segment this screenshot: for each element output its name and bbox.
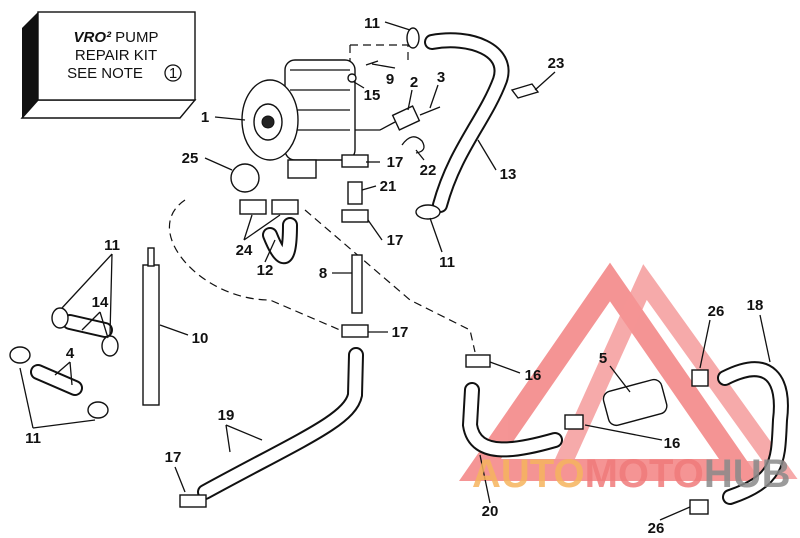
callout-17: 17 bbox=[387, 154, 404, 171]
clamp-11 bbox=[9, 346, 31, 364]
fuel-filter-5 bbox=[602, 378, 668, 427]
fitting-3 bbox=[419, 106, 441, 116]
clamp-17 bbox=[341, 324, 369, 338]
clamp-24 bbox=[271, 199, 299, 215]
kit-brand: VRO² bbox=[73, 29, 112, 46]
clamp-11 bbox=[51, 307, 69, 329]
callout-3: 3 bbox=[437, 69, 445, 86]
callout-17: 17 bbox=[165, 449, 182, 466]
clamp-26 bbox=[691, 369, 709, 387]
callout-19: 19 bbox=[218, 407, 235, 424]
callout-11: 11 bbox=[364, 15, 380, 32]
callout-8: 8 bbox=[319, 265, 327, 282]
clamp-17 bbox=[341, 209, 369, 223]
clamp-11 bbox=[87, 401, 109, 419]
clamp-16 bbox=[564, 414, 584, 430]
clamp-11 bbox=[406, 27, 420, 49]
watermark-moto: MOTO bbox=[585, 452, 704, 496]
clamp-17 bbox=[341, 154, 369, 168]
callout-17: 17 bbox=[392, 324, 409, 341]
callout-10: 10 bbox=[192, 330, 209, 347]
callouts: 11 23 9 3 2 15 1 25 17 22 13 21 17 24 11… bbox=[25, 15, 763, 537]
callout-22: 22 bbox=[420, 162, 437, 179]
clamp-17 bbox=[179, 494, 207, 508]
callout-5: 5 bbox=[599, 350, 607, 367]
sleeve-21 bbox=[347, 181, 363, 205]
callout-17: 17 bbox=[387, 232, 404, 249]
repair-kit-box: VRO² PUMP REPAIR KIT SEE NOTE 1 bbox=[20, 11, 197, 119]
callout-21: 21 bbox=[380, 178, 397, 195]
watermark-logo bbox=[459, 262, 798, 481]
callout-11: 11 bbox=[439, 254, 455, 271]
note-circle bbox=[164, 64, 182, 82]
clamp-11 bbox=[101, 335, 119, 357]
kit-note-number: 1 bbox=[169, 65, 177, 82]
callout-13: 13 bbox=[500, 166, 517, 183]
leader-lines bbox=[19, 21, 771, 521]
fitting-23 bbox=[510, 83, 540, 99]
screw-9 bbox=[365, 60, 379, 66]
part-25 bbox=[230, 163, 260, 193]
kit-line2: REPAIR KIT bbox=[75, 47, 157, 64]
callout-16: 16 bbox=[664, 435, 681, 452]
callout-11: 11 bbox=[25, 430, 41, 447]
dashed-line bbox=[350, 44, 409, 60]
tube-10 bbox=[142, 264, 160, 406]
callout-9: 9 bbox=[386, 71, 394, 88]
kit-line1: PUMP bbox=[115, 29, 158, 46]
svg-text:VRO² PUMP: VRO² PUMP bbox=[73, 29, 158, 46]
fuel-pump bbox=[241, 59, 396, 179]
callout-26: 26 bbox=[708, 303, 725, 320]
callout-11: 11 bbox=[104, 237, 120, 254]
callout-23: 23 bbox=[548, 55, 565, 72]
washer-15 bbox=[347, 73, 357, 83]
callout-26: 26 bbox=[648, 520, 665, 537]
watermark-text: AUTOMOTOHUB bbox=[472, 452, 791, 496]
callout-18: 18 bbox=[747, 297, 764, 314]
connector-8 bbox=[351, 254, 363, 314]
fitting-2 bbox=[391, 105, 421, 131]
dashed-line bbox=[168, 199, 341, 331]
callout-1: 1 bbox=[201, 109, 209, 126]
callout-25: 25 bbox=[182, 150, 199, 167]
callout-2: 2 bbox=[410, 74, 418, 91]
clamp-26 bbox=[689, 499, 709, 515]
callout-24: 24 bbox=[236, 242, 253, 259]
clamp-24 bbox=[239, 199, 267, 215]
callout-15: 15 bbox=[364, 87, 381, 104]
watermark-hub: HUB bbox=[704, 452, 791, 496]
watermark-auto: AUTO bbox=[472, 452, 585, 496]
callout-12: 12 bbox=[257, 262, 274, 279]
callout-16: 16 bbox=[525, 367, 542, 384]
clip-22 bbox=[401, 136, 425, 154]
kit-line3: SEE NOTE bbox=[67, 65, 143, 82]
clamp-16 bbox=[465, 354, 491, 368]
callout-14: 14 bbox=[92, 294, 109, 311]
callout-20: 20 bbox=[482, 503, 499, 520]
clamp-11 bbox=[415, 204, 441, 220]
callout-4: 4 bbox=[66, 345, 75, 362]
